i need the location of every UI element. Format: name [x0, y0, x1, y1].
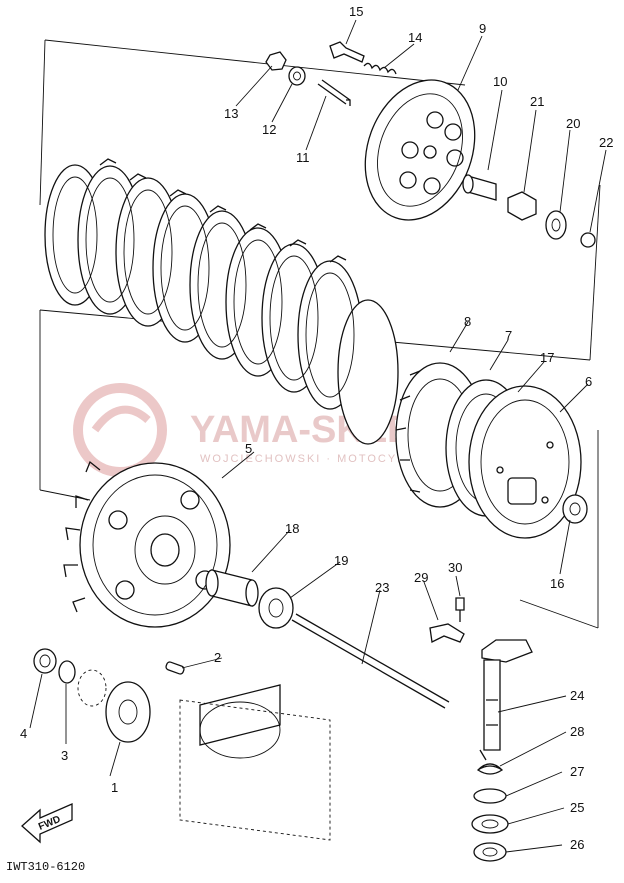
- lock-washer-20: [545, 210, 567, 240]
- seal-25: [471, 814, 509, 834]
- callout-19: 19: [334, 553, 348, 568]
- ball-22: [580, 232, 596, 248]
- callout-25: 25: [570, 800, 584, 815]
- callout-30: 30: [448, 560, 462, 575]
- callout-20: 20: [566, 116, 580, 131]
- push-rod-23: [291, 613, 450, 709]
- assembly-frame: [39, 39, 601, 629]
- cushion-plate-8: [337, 299, 399, 445]
- spring-28: [476, 749, 504, 775]
- callout-1: 1: [111, 780, 118, 795]
- small-hardware-upper: [265, 41, 397, 106]
- callout-10: 10: [493, 74, 507, 89]
- callout-16: 16: [550, 576, 564, 591]
- callout-11: 11: [296, 150, 310, 165]
- callout-29: 29: [414, 570, 428, 585]
- callouts: 1 2 3 4 5 6 7 8 9 10 11 12 13 14 15 16 1…: [20, 4, 613, 852]
- callout-3: 3: [61, 748, 68, 763]
- clutch-housing-5: [63, 460, 231, 628]
- callout-5: 5: [245, 441, 252, 456]
- screw-30: [455, 597, 465, 622]
- callout-12: 12: [262, 122, 276, 137]
- primary-drive-group: [33, 648, 331, 841]
- clutch-hub-6: [468, 385, 582, 539]
- pressure-plate-9: [364, 79, 476, 221]
- plate-29: [429, 623, 465, 643]
- crankshaft-outline: [179, 699, 331, 841]
- callout-8: 8: [464, 314, 471, 329]
- pushrod-hardware: [462, 174, 596, 248]
- nut-4: [33, 648, 57, 674]
- callout-6: 6: [585, 374, 592, 389]
- callout-14: 14: [408, 30, 422, 45]
- stud-11: [317, 79, 351, 106]
- callout-23: 23: [375, 580, 389, 595]
- bushing-26: [473, 842, 507, 862]
- locknut-21: [507, 191, 537, 221]
- drive-gear-1: [105, 681, 151, 743]
- spring-14: [363, 62, 397, 75]
- callout-28: 28: [570, 724, 584, 739]
- lower-shaft-parts: [471, 749, 509, 862]
- callout-21: 21: [530, 94, 544, 109]
- callout-13: 13: [224, 106, 238, 121]
- bolt-15: [329, 41, 365, 63]
- washer-19: [258, 587, 294, 629]
- callout-2: 2: [214, 650, 221, 665]
- key-2: [165, 661, 185, 675]
- callout-24: 24: [570, 688, 584, 703]
- callout-7: 7: [505, 328, 512, 343]
- callout-18: 18: [285, 521, 299, 536]
- callout-27: 27: [570, 764, 584, 779]
- callout-22: 22: [599, 135, 613, 150]
- nut-13: [265, 51, 287, 71]
- push-lever-24: [481, 639, 533, 751]
- callout-4: 4: [20, 726, 27, 741]
- drawing-code: IWT310-6120: [6, 860, 85, 874]
- spacer-washer: [205, 569, 294, 629]
- callout-9: 9: [479, 21, 486, 36]
- callout-17: 17: [540, 350, 554, 365]
- washer-27: [473, 788, 507, 804]
- washer-12: [288, 66, 306, 86]
- callout-15: 15: [349, 4, 363, 19]
- leader-lines: [29, 19, 607, 853]
- lever-bracket: [429, 597, 465, 643]
- washer-16: [562, 494, 588, 524]
- clutch-boss-group: [395, 362, 588, 539]
- fwd-arrow: FWD: [21, 803, 73, 844]
- callout-26: 26: [570, 837, 584, 852]
- washer-3: [58, 660, 76, 684]
- clutch-plate-stack: [44, 158, 399, 445]
